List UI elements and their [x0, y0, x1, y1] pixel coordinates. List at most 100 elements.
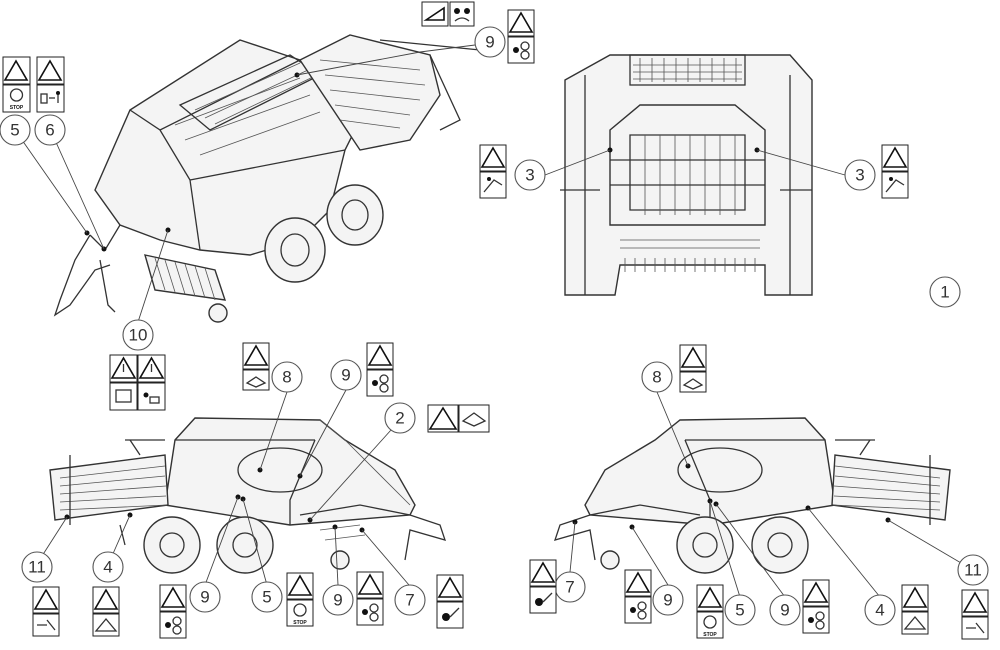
- callouts: 9 5 6 10 3 3 1 8 9 2 11 4 9 5 9 7 8 7 9 …: [0, 26, 989, 626]
- keep-distance-icon: [40, 93, 48, 104]
- read-manual-icon: [245, 376, 267, 388]
- callout-11-right: 11: [957, 554, 989, 586]
- read-manual-icon: [682, 378, 704, 390]
- decal-2: [427, 404, 490, 433]
- callout-7-right-label: 7: [565, 578, 574, 597]
- callout-1-label: 1: [940, 283, 949, 302]
- decal-9-rightbottom-2: [802, 579, 830, 634]
- callout-4-right-label: 4: [875, 601, 884, 620]
- maintenance-icon: [143, 392, 149, 398]
- callout-4-right: 4: [864, 594, 896, 626]
- decal-4-left: [92, 586, 120, 637]
- chain-drive-icon: [630, 607, 636, 613]
- pickup-hazard-icon: [442, 613, 450, 621]
- decal-8-right: [679, 344, 707, 393]
- callout-9-rightbottom-label: 9: [663, 591, 672, 610]
- callout-9-leftbottom-2-label: 9: [333, 591, 342, 610]
- decal-7-right: [529, 559, 557, 614]
- callout-5-topleft: 5: [0, 114, 31, 146]
- callout-3-right-label: 3: [855, 166, 864, 185]
- callout-9-leftmid-label: 9: [341, 366, 350, 385]
- decal-3-right: [881, 144, 909, 199]
- callout-6-topleft-label: 6: [45, 121, 54, 140]
- decal-11-right: [961, 589, 989, 640]
- callout-5-rightbottom-label: 5: [735, 601, 744, 620]
- stop-gear-icon: [293, 603, 307, 617]
- callout-9-rightbottom-2: 9: [769, 594, 801, 626]
- callout-9-leftmid: 9: [330, 359, 362, 391]
- pickup-hazard-icon: [535, 598, 543, 606]
- baler-rear-view: [560, 54, 813, 296]
- callout-8-right-label: 8: [652, 368, 661, 387]
- callout-3-left-label: 3: [525, 166, 534, 185]
- chain-drive-icon: [165, 622, 171, 628]
- callout-3-left: 3: [514, 159, 546, 191]
- decal-9-top: [507, 9, 535, 64]
- callout-9-leftbottom-label: 9: [200, 588, 209, 607]
- callout-5-rightbottom: 5: [724, 594, 756, 626]
- callout-9-top-label: 9: [485, 33, 494, 52]
- callout-10-label: 10: [129, 326, 148, 345]
- chain-drive-icon: [372, 380, 378, 386]
- callout-10: 10: [122, 319, 154, 351]
- decal-manual-and-wrap-top: [421, 1, 475, 27]
- chain-drive-icon: [513, 47, 519, 53]
- decal-3-left: [479, 144, 507, 199]
- callout-5-leftbottom-label: 5: [262, 588, 271, 607]
- chain-drive-icon: [808, 617, 814, 623]
- callout-11-left-label: 11: [28, 558, 46, 577]
- stop-label: STOP: [293, 620, 307, 626]
- pinch-point-icon: [966, 622, 985, 634]
- callout-5-leftbottom: 5: [251, 581, 283, 613]
- pinch-point-icon: [37, 619, 56, 631]
- callout-8-left: 8: [271, 361, 303, 393]
- decal-5-topleft: STOP: [2, 56, 31, 113]
- callout-3-right: 3: [844, 159, 876, 191]
- decal-8-left: [242, 342, 270, 391]
- callout-8-right: 8: [641, 361, 673, 393]
- baler-left-side-view: [49, 417, 447, 574]
- decal-9-leftbottom: [159, 584, 187, 639]
- decal-6-topleft: [36, 56, 65, 113]
- chain-drive-icon: [362, 609, 368, 615]
- callout-1: 1: [929, 276, 961, 308]
- rotating-part-icon: [454, 8, 460, 14]
- callout-9-leftbottom-2: 9: [322, 584, 354, 616]
- callout-2-label: 2: [395, 409, 404, 428]
- stop-label: STOP: [703, 632, 717, 638]
- safety-signs: STOP: [2, 1, 989, 640]
- callout-2: 2: [384, 402, 416, 434]
- stop-label: STOP: [10, 105, 24, 111]
- callout-9-rightbottom-2-label: 9: [780, 601, 789, 620]
- decal-9-rightbottom: [624, 569, 652, 624]
- callout-8-left-label: 8: [282, 368, 291, 387]
- callout-4-left-label: 4: [103, 558, 112, 577]
- callout-5-topleft-label: 5: [10, 121, 19, 140]
- decal-9-leftmid: [366, 342, 394, 397]
- support-stand-icon: [94, 617, 118, 632]
- baler-right-side-view: [553, 417, 951, 574]
- baler-perspective-view: [53, 34, 481, 323]
- callout-4-left: 4: [92, 551, 124, 583]
- callout-6-topleft: 6: [34, 114, 66, 146]
- decal-9-leftbottom-2: [356, 571, 384, 626]
- crushing-hazard-icon: [885, 179, 905, 193]
- callout-7-right: 7: [554, 571, 586, 603]
- decal-4-right: [901, 584, 929, 635]
- callout-11-right-label: 11: [964, 561, 982, 580]
- support-stand-icon: [903, 615, 927, 630]
- callout-11-left: 11: [21, 551, 53, 583]
- callout-7-left-label: 7: [405, 591, 414, 610]
- decal-7-left: [436, 574, 464, 629]
- callout-9-top: 9: [474, 26, 506, 58]
- callout-9-leftbottom: 9: [189, 581, 221, 613]
- leader-lines: [21, 44, 974, 598]
- decal-11-left: [32, 586, 60, 637]
- manual-book-icon: [115, 389, 132, 403]
- read-manual-icon: [461, 412, 487, 427]
- decal-5-leftbottom: STOP: [286, 572, 314, 627]
- callout-9-rightbottom: 9: [652, 584, 684, 616]
- decal-10: [109, 354, 166, 411]
- callout-7-left: 7: [394, 584, 426, 616]
